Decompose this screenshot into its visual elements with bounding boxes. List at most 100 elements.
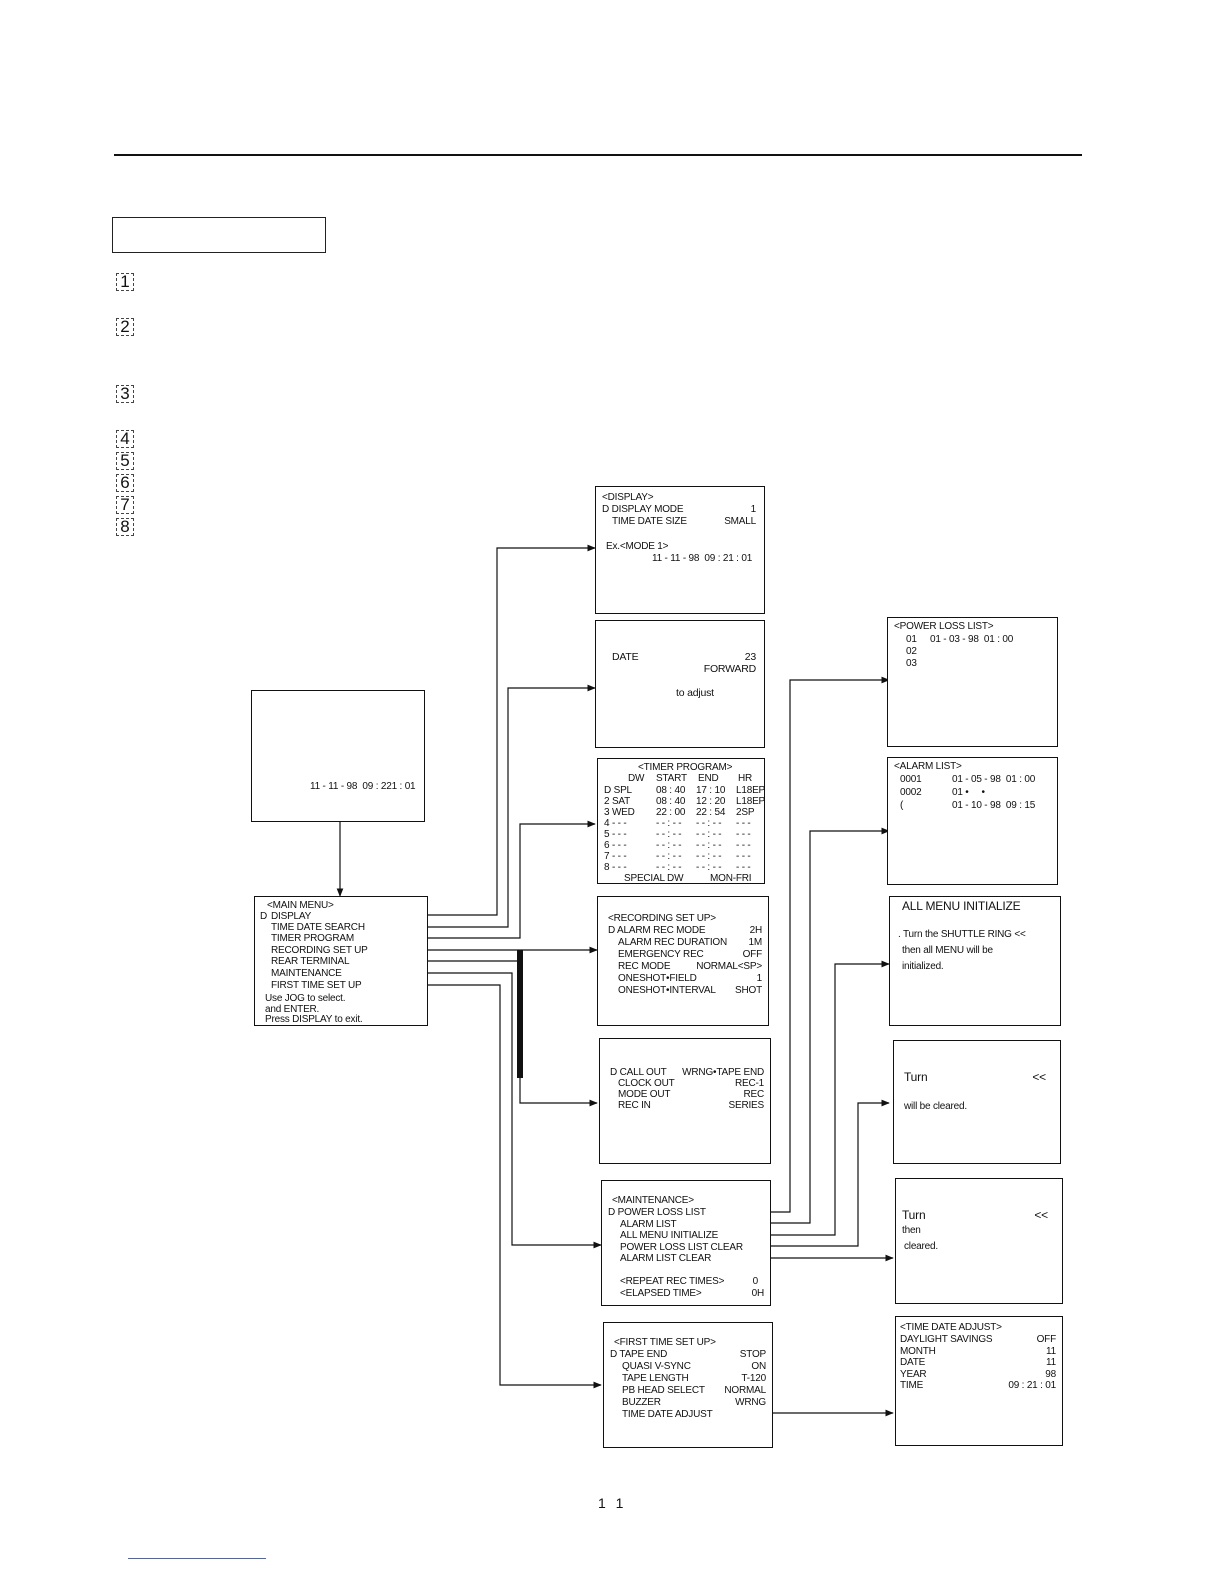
first-time-setup-item[interactable]: TIME DATE ADJUST [622,1409,713,1420]
page-number: 1 1 [598,1495,627,1511]
timer-row-cell[interactable]: D SPL [604,785,632,796]
power-loss-entry-number: 02 [906,646,917,657]
menu-item-timer-program[interactable]: TIMER PROGRAM [271,933,354,944]
first-time-setup-item[interactable]: D TAPE END [610,1349,668,1360]
time-date-adjust-item[interactable]: TIME [900,1380,924,1391]
timer-row-cell: - - : - - [696,840,722,851]
recording-setup-value: NORMAL<SP> [696,961,762,972]
header-rule [114,154,1082,156]
main-menu-screen: <MAIN MENU> D DISPLAY TIME DATE SEARCH T… [254,896,428,1026]
alarm-list-title: <ALARM LIST> [894,761,962,772]
timer-footer-label: SPECIAL DW [624,873,684,884]
rear-terminal-value: SERIES [728,1100,765,1111]
maintenance-item[interactable]: ALARM LIST CLEAR [620,1253,712,1264]
timer-program-screen: <TIMER PROGRAM> DW START END HR SPECIAL … [597,758,765,884]
recording-setup-item[interactable]: REC MODE [618,961,671,972]
time-date-size-label[interactable]: TIME DATE SIZE [612,516,687,527]
time-date-adjust-value: 11 [1046,1357,1056,1368]
timer-row-cell[interactable]: 4 - - - [604,818,627,829]
recording-setup-value: 2H [749,925,763,936]
time-date-adjust-item[interactable]: MONTH [900,1345,936,1357]
maintenance-item[interactable]: ALL MENU INITIALIZE [620,1230,719,1241]
section-title-box [112,217,326,253]
first-time-setup-value: T-120 [741,1373,766,1384]
timer-row-cell: L18EP [736,785,766,796]
timer-row-cell: - - - [736,818,751,829]
first-time-setup-item[interactable]: PB HEAD SELECT [622,1385,705,1396]
recording-setup-item[interactable]: EMERGENCY REC [618,949,704,960]
maintenance-item[interactable]: ALARM LIST [620,1218,677,1230]
timer-row-cell: - - : - - [696,862,722,873]
rear-terminal-item[interactable]: REC IN [618,1100,651,1111]
first-time-setup-item[interactable]: QUASI V-SYNC [622,1361,691,1372]
timer-row-cell: 22 : 00 [656,807,686,818]
main-menu-help-2: and ENTER. [265,1004,320,1015]
first-time-setup-value: WRNG [735,1397,766,1408]
all-menu-initialize-line-2: then all MENU will be [902,945,993,956]
timer-row-cell: - - : - - [696,829,722,840]
timer-row-cell[interactable]: 6 - - - [604,840,627,851]
timer-row-cell[interactable]: 2 SAT [604,796,631,807]
alarm-entry-number: ( [900,800,904,811]
power-loss-clear-line-1: Turn [904,1070,928,1084]
timer-header-end: END [698,773,719,784]
repeat-rec-times-value: 0 [752,1276,759,1287]
time-date-adjust-value: 11 [1046,1345,1056,1357]
alarm-entry-value: 01 - 05 - 98 01 : 00 [952,774,1036,785]
rear-terminal-value: REC [743,1089,764,1100]
step-marker-8: 8 [116,518,134,536]
menu-item-maintenance[interactable]: MAINTENANCE [271,968,342,979]
main-menu-help-1: Use JOG to select. [265,993,346,1004]
timer-row-cell[interactable]: 7 - - - [604,851,627,862]
menu-item-rear-terminal[interactable]: REAR TERMINAL [271,956,350,967]
alarm-list-clear-screen: Turn << then cleared. [895,1178,1063,1304]
timer-row-cell: - - : - - [656,818,682,829]
step-marker-2: 2 [116,318,134,336]
time-date-size-value: SMALL [724,516,756,527]
menu-item-recording-set-up[interactable]: RECORDING SET UP [271,945,368,956]
recording-setup-item[interactable]: ALARM REC DURATION [618,937,728,948]
display-mode-label[interactable]: D DISPLAY MODE [602,504,684,515]
rear-terminal-value: REC-1 [734,1078,764,1089]
display-menu-screen: <DISPLAY> D DISPLAY MODE 1 TIME DATE SIZ… [595,486,765,614]
first-time-setup-item[interactable]: BUZZER [622,1397,661,1408]
maintenance-item[interactable]: POWER LOSS LIST CLEAR [620,1241,743,1253]
timer-row-cell[interactable]: 5 - - - [604,829,627,840]
timer-row-cell: - - - [736,829,751,840]
power-loss-clear-line-1-tail: << [1032,1070,1046,1084]
recording-setup-item[interactable]: ONESHOT•FIELD [618,973,697,984]
maintenance-item[interactable]: D POWER LOSS LIST [608,1207,706,1218]
recording-setup-item[interactable]: D ALARM REC MODE [608,925,706,936]
display-menu-title: <DISPLAY> [602,492,654,503]
timer-row-cell[interactable]: 8 - - - [604,862,627,873]
rear-terminal-item[interactable]: D CALL OUT [610,1067,667,1078]
step-marker-5: 5 [116,452,134,470]
power-loss-entry-number: 01 [906,634,917,645]
alarm-clear-line-3: cleared. [904,1241,938,1252]
time-date-adjust-item[interactable]: DAYLIGHT SAVINGS [900,1334,993,1345]
recording-setup-item[interactable]: ONESHOT•INTERVAL [618,985,716,996]
time-date-adjust-item[interactable]: YEAR [900,1368,927,1380]
timer-program-title: <TIMER PROGRAM> [638,762,733,773]
normal-screen: 11 - 11 - 98 09 : 221 : 01 [251,690,425,822]
step-marker-1: 1 [116,273,134,291]
repeat-rec-times-label: <REPEAT REC TIMES> [620,1276,725,1287]
footer-link-line [128,1558,266,1559]
menu-item-display[interactable]: DISPLAY [271,911,312,922]
menu-item-time-date-search[interactable]: TIME DATE SEARCH [271,922,365,933]
all-menu-initialize-line-3: initialized. [902,961,944,972]
timer-row-cell: - - : - - [656,840,682,851]
alarm-clear-line-1-tail: << [1034,1208,1048,1222]
timer-row-cell: - - : - - [656,851,682,862]
rear-terminal-item[interactable]: CLOCK OUT [618,1078,675,1089]
timer-row-cell: 22 : 54 [696,807,726,818]
rear-terminal-item[interactable]: MODE OUT [618,1089,671,1100]
main-menu-title: <MAIN MENU> [267,900,334,911]
time-date-adjust-item[interactable]: DATE [900,1357,926,1368]
menu-item-first-time-set-up[interactable]: FIRST TIME SET UP [271,980,362,991]
timer-row-cell[interactable]: 3 WED [604,807,635,818]
first-time-setup-item[interactable]: TAPE LENGTH [622,1373,689,1384]
